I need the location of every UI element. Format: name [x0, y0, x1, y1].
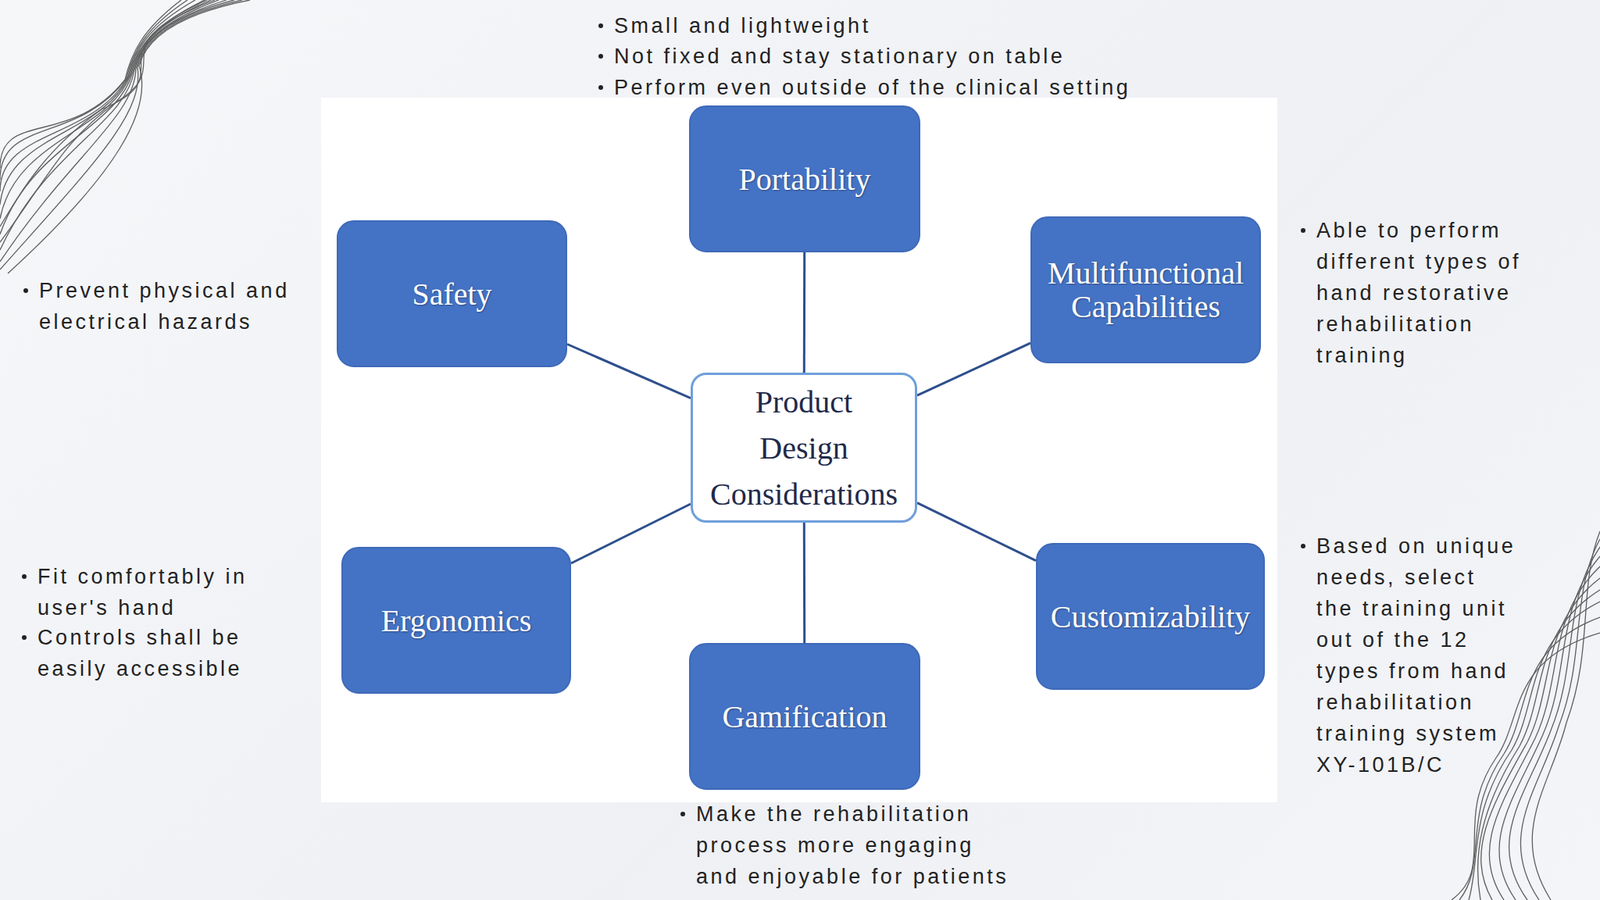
note-text: Make the rehabilitation process more eng…	[696, 798, 1025, 893]
bullet-note: Make the rehabilitation process more eng…	[696, 798, 1025, 893]
bullet-dot	[1300, 228, 1306, 233]
bullet-dot	[21, 635, 27, 640]
category-box: Ergonomics	[341, 546, 572, 694]
node-text: Ergonomics	[381, 603, 533, 638]
connector-line	[917, 342, 1031, 396]
hub-box: Product Design Considerations	[690, 372, 918, 523]
note-text: Not fixed and stay stationary on table	[614, 40, 1161, 72]
note-text: Controls shall be easily accessible	[37, 621, 280, 685]
bullet-dot	[598, 23, 604, 29]
note-text: Fit comfortably in user's hand	[37, 560, 280, 624]
category-box: Customizability	[1035, 542, 1265, 690]
note-text: Based on unique needs, select the traini…	[1316, 530, 1520, 781]
connector-line	[571, 503, 691, 564]
node-text: Safety	[411, 277, 492, 311]
node-text: Portability	[739, 162, 872, 197]
bullet-note: Fit comfortably in user's hand	[37, 560, 280, 624]
category-box: Gamification	[689, 642, 921, 790]
category-box: Multifunctional Capabilities	[1030, 216, 1261, 364]
connector-line	[803, 252, 806, 373]
bullet-dot	[680, 811, 686, 817]
bullet-note: Able to perform different types of hand …	[1316, 214, 1551, 372]
bullet-dot	[598, 53, 604, 59]
connector-line	[567, 344, 691, 399]
bullet-note: Small and lightweight	[614, 10, 1161, 42]
node-text: Customizability	[1050, 600, 1251, 634]
node-text: Multifunctional Capabilities	[1036, 256, 1255, 324]
bullet-note: Based on unique needs, select the traini…	[1316, 530, 1520, 781]
category-box: Safety	[336, 220, 568, 368]
node-text: Gamification	[721, 700, 887, 734]
bullet-dot	[23, 288, 29, 293]
bullet-dot	[598, 85, 604, 90]
note-text: Prevent physical and electrical hazards	[39, 275, 305, 338]
note-text: Small and lightweight	[614, 10, 1161, 42]
note-text: Able to perform different types of hand …	[1316, 214, 1551, 372]
category-box: Portability	[689, 105, 921, 253]
bullet-dot	[21, 574, 27, 579]
note-text: Perform even outside of the clinical set…	[614, 71, 1161, 104]
connector-line	[917, 503, 1036, 561]
bullet-note: Not fixed and stay stationary on table	[614, 40, 1161, 72]
bullet-note: Perform even outside of the clinical set…	[614, 71, 1161, 104]
bullet-dot	[1300, 543, 1306, 549]
bullet-note: Controls shall be easily accessible	[37, 621, 280, 685]
node-text: Product Design Considerations	[697, 378, 911, 518]
bullet-note: Prevent physical and electrical hazards	[39, 275, 305, 338]
connector-line	[803, 522, 806, 643]
